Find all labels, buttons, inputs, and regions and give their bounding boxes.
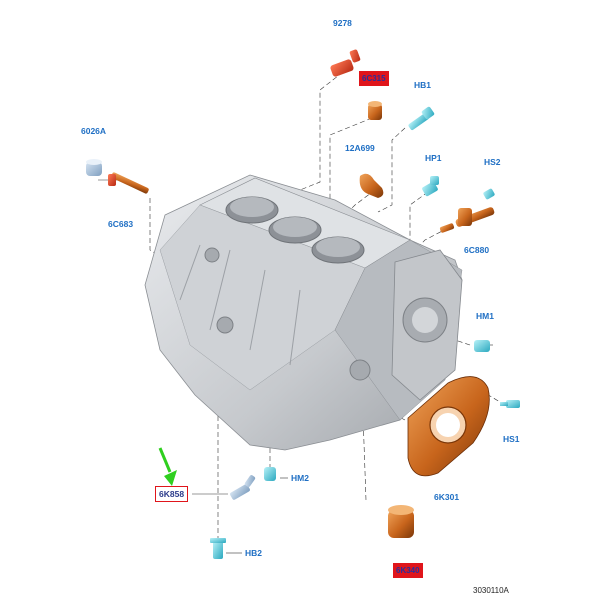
part-6026A[interactable]: [86, 159, 102, 176]
label-6C315-highlighted[interactable]: 6C315: [359, 71, 389, 86]
label-HB2[interactable]: HB2: [245, 548, 263, 558]
label-6C880[interactable]: 6C880: [464, 245, 490, 255]
oil-pressure-sensor-9278[interactable]: [330, 49, 361, 77]
label-HB1[interactable]: HB1: [414, 80, 432, 90]
label-HM2[interactable]: HM2: [291, 473, 309, 483]
part-6C880[interactable]: [439, 206, 495, 233]
part-6C315[interactable]: [368, 101, 382, 120]
label-6026A[interactable]: 6026A: [81, 126, 107, 136]
dowel-HM2[interactable]: [264, 467, 276, 481]
dowel-HM1[interactable]: [474, 340, 490, 352]
label-6C683[interactable]: 6C683: [108, 219, 134, 229]
screw-HS2[interactable]: [483, 188, 496, 200]
bolt-HB2[interactable]: [210, 538, 226, 559]
part-6K340[interactable]: [388, 505, 414, 538]
part-6C683[interactable]: [108, 172, 149, 194]
label-9278[interactable]: 9278: [333, 18, 352, 28]
plug-HP1[interactable]: [421, 176, 439, 197]
piston-cooling-jet-6K858[interactable]: [229, 474, 256, 500]
label-6K340-highlighted[interactable]: 6K340: [393, 563, 423, 578]
label-HS2[interactable]: HS2: [484, 157, 501, 167]
label-6K301[interactable]: 6K301: [434, 492, 460, 502]
rear-seal-retainer-6K301[interactable]: [407, 376, 490, 477]
bolt-HB1[interactable]: [408, 106, 435, 131]
part-12A699[interactable]: [359, 173, 384, 198]
screw-HS1[interactable]: [500, 400, 520, 408]
green-arrow-icon: [158, 447, 177, 486]
figure-reference: 3030110A: [473, 586, 509, 595]
label-6K858-highlighted[interactable]: 6K858: [155, 486, 189, 502]
label-12A699[interactable]: 12A699: [345, 143, 375, 153]
label-HM1[interactable]: HM1: [476, 311, 494, 321]
cylinder-block: [144, 174, 463, 451]
label-HP1[interactable]: HP1: [425, 153, 442, 163]
label-HS1[interactable]: HS1: [503, 434, 520, 444]
